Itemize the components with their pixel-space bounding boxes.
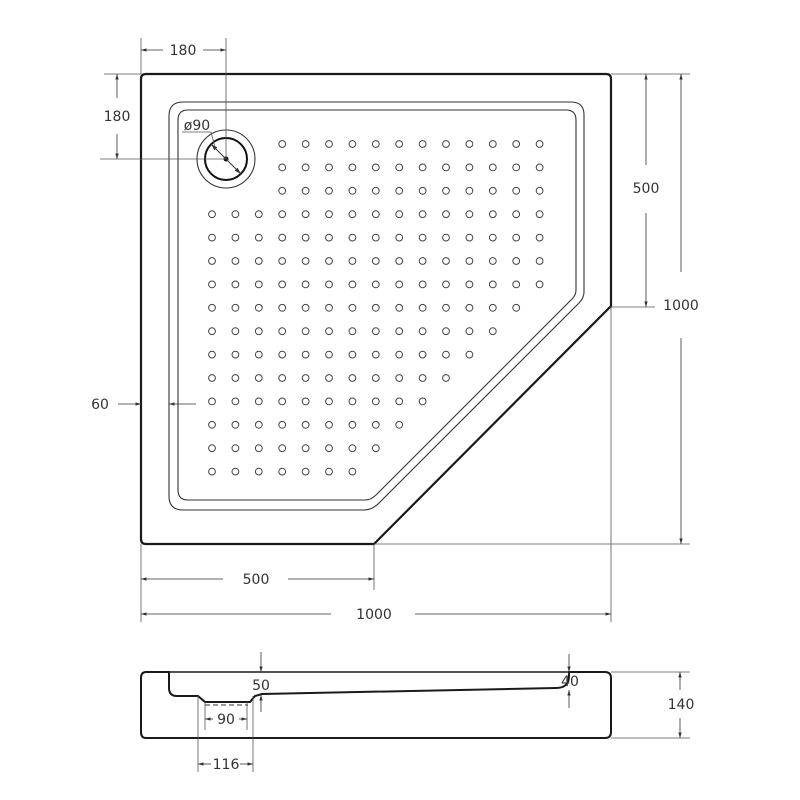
dimension-drain-offset-x: 180 (140, 38, 227, 159)
dimension-side-straight: 500 (611, 73, 690, 308)
svg-text:40: 40 (561, 674, 579, 690)
dimension-width: 1000 (141, 306, 612, 623)
svg-text:140: 140 (668, 697, 695, 713)
tray-outline (139, 72, 613, 546)
svg-text:60: 60 (91, 397, 109, 413)
dimension-drain-outer: 116 (197, 696, 254, 773)
dimension-front-straight: 500 (140, 544, 375, 622)
dimension-rim-width: 60 (91, 397, 196, 413)
dimension-drain-inner: 90 (204, 702, 248, 730)
svg-text:500: 500 (243, 572, 270, 588)
tray-section-outline (140, 671, 612, 739)
svg-text:50: 50 (252, 678, 270, 694)
plan-view: 180 180 ø90 60 500 (91, 38, 699, 623)
dimension-drain-depth: 50 (252, 652, 270, 712)
basin-rim-inner (177, 109, 577, 501)
dimension-rear-depth: 40 (561, 654, 579, 708)
section-view: 50 40 140 90 1 (140, 652, 695, 773)
svg-text:116: 116 (213, 757, 240, 773)
anti-slip-dot-grid (208, 140, 544, 476)
dimension-depth: 1000 (374, 74, 699, 545)
drain-diameter-label: ø90 (184, 118, 210, 134)
svg-text:1000: 1000 (663, 298, 699, 314)
svg-text:180: 180 (170, 43, 197, 59)
svg-text:180: 180 (104, 109, 131, 125)
svg-text:90: 90 (217, 712, 235, 728)
dimension-height: 140 (611, 671, 695, 739)
svg-text:500: 500 (633, 181, 660, 197)
dimension-drain-offset-y: 180 (100, 73, 226, 160)
svg-text:1000: 1000 (356, 607, 392, 623)
basin-rim-outer (168, 101, 585, 511)
